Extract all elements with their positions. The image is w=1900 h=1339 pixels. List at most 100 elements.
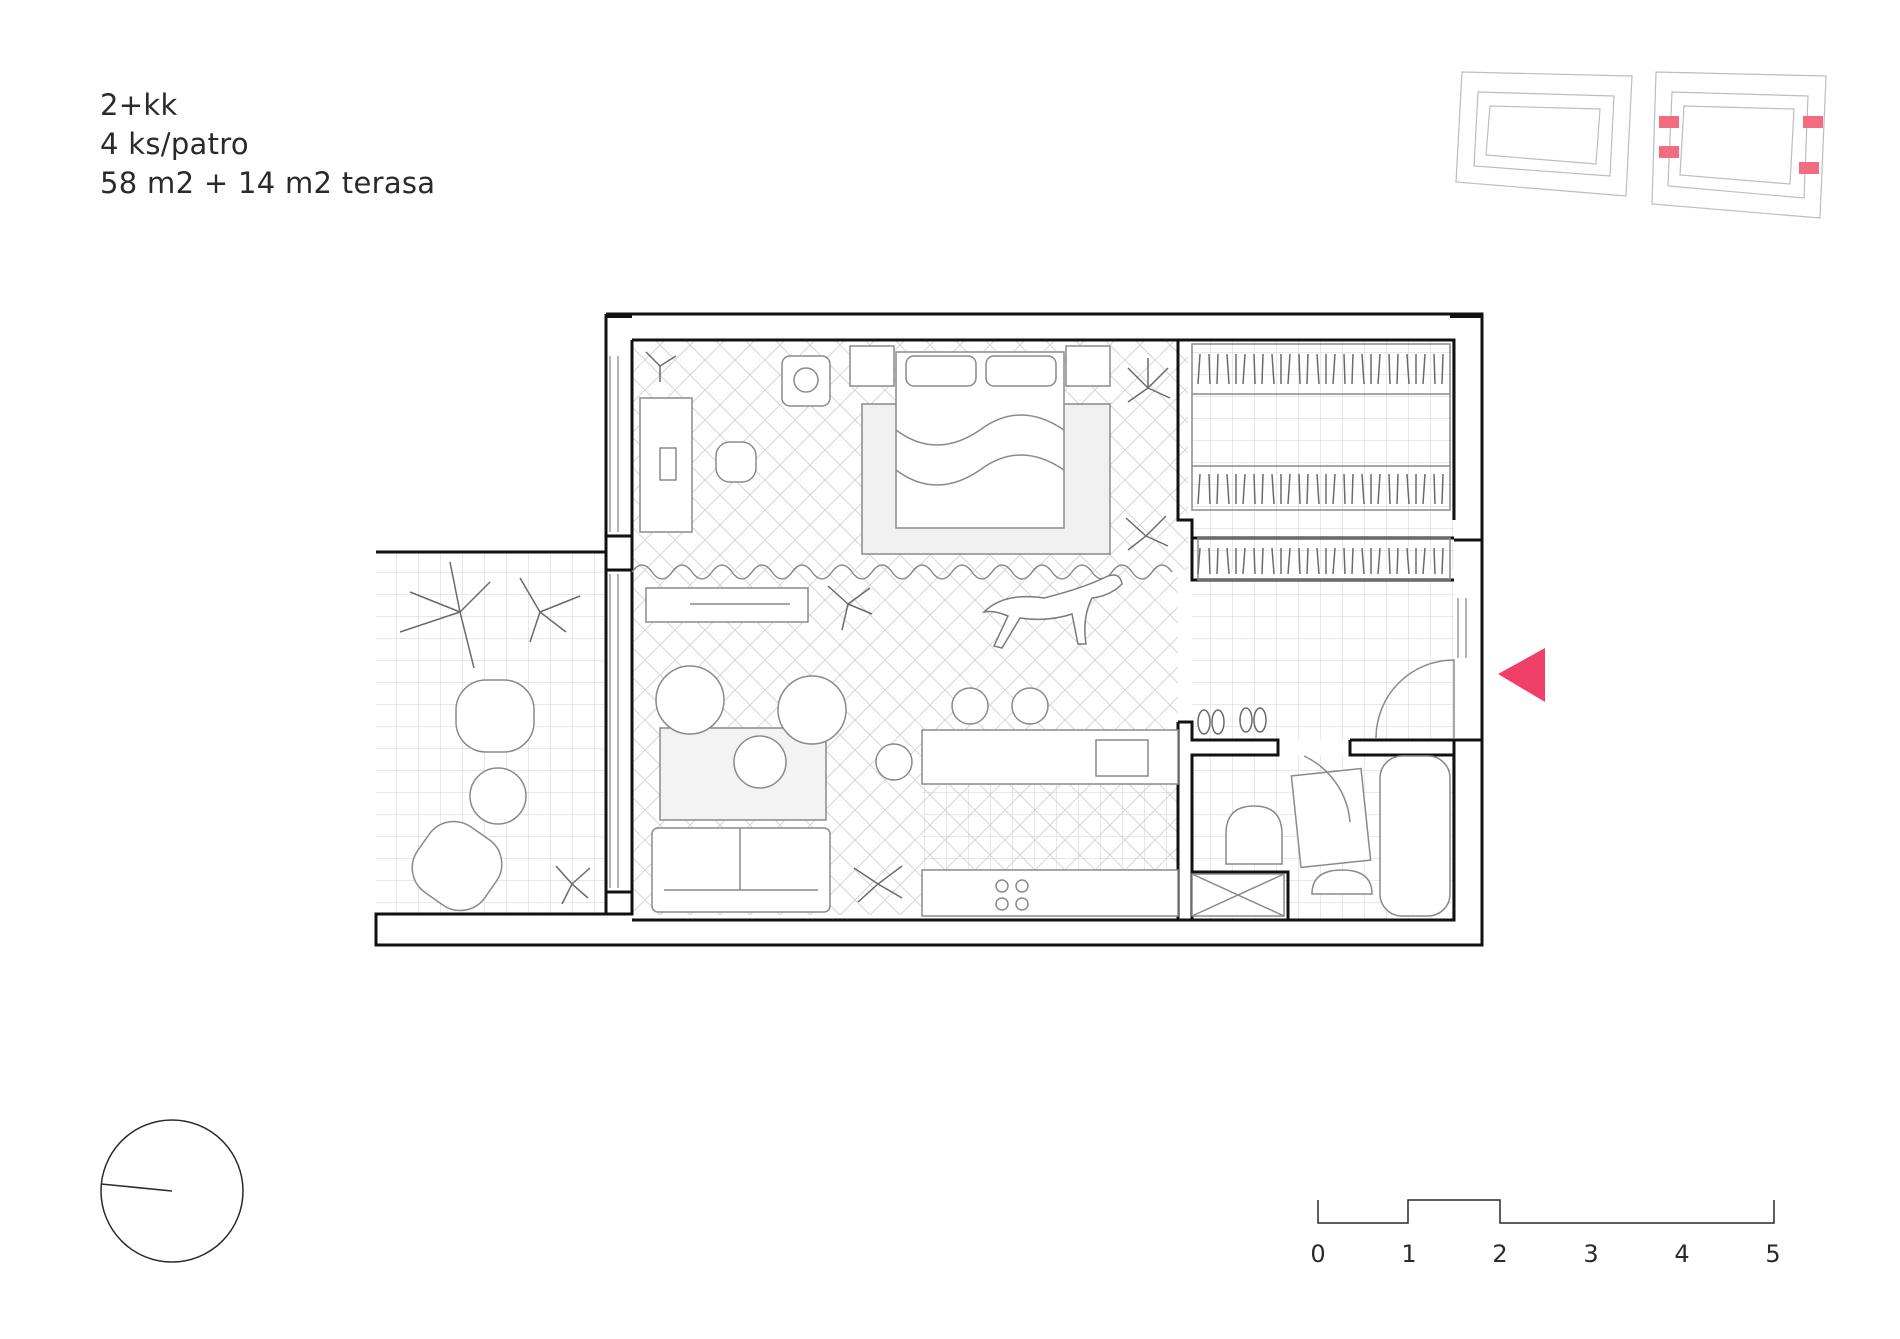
hanger-line bbox=[1242, 547, 1246, 575]
hanger-line bbox=[1351, 353, 1354, 385]
hanger-line bbox=[1343, 473, 1346, 505]
hanger-line bbox=[1396, 473, 1399, 505]
hanger-line bbox=[1361, 547, 1365, 575]
hanger-line bbox=[1377, 353, 1381, 385]
hangers bbox=[1197, 353, 1444, 575]
hanger-line bbox=[1306, 547, 1309, 575]
hanger-line bbox=[1242, 353, 1246, 385]
hanger-line bbox=[1422, 547, 1426, 575]
key-plan-left bbox=[1455, 71, 1633, 197]
hanger-line bbox=[1332, 547, 1336, 575]
wardrobe bbox=[1191, 343, 1451, 581]
hanger-line bbox=[1361, 353, 1365, 385]
hanger-line bbox=[1216, 473, 1219, 505]
hanger-line bbox=[1298, 473, 1301, 505]
hanger-line bbox=[1197, 473, 1201, 505]
scale-label: 2 bbox=[1492, 1240, 1507, 1268]
hanger-line bbox=[1298, 547, 1301, 575]
hanger-line bbox=[1396, 547, 1399, 575]
unit-area: 58 m2 + 14 m2 terasa bbox=[100, 166, 436, 200]
hanger-line bbox=[1242, 473, 1246, 505]
plant-icon bbox=[399, 351, 1171, 905]
hanger-line bbox=[1306, 473, 1309, 505]
hanger-line bbox=[1197, 353, 1201, 385]
hanger-line bbox=[1332, 353, 1336, 385]
closet-floor bbox=[1192, 340, 1454, 570]
hanger-line bbox=[1441, 353, 1444, 385]
hanger-line bbox=[1261, 353, 1264, 385]
hanger-line bbox=[1261, 547, 1264, 575]
hanger-line bbox=[1226, 353, 1230, 385]
hanger-line bbox=[1377, 547, 1381, 575]
hanger-line bbox=[1388, 353, 1391, 385]
desk bbox=[639, 355, 831, 533]
dog-icon bbox=[981, 574, 1123, 649]
key-plan-right bbox=[1651, 71, 1827, 219]
hanger-line bbox=[1422, 473, 1426, 505]
scale-labels: 0 1 2 3 4 5 bbox=[1310, 1240, 1780, 1268]
windows bbox=[609, 356, 1467, 888]
bed bbox=[849, 345, 1111, 555]
sofa bbox=[651, 827, 831, 913]
hanger-line bbox=[1287, 547, 1291, 575]
hanger-line bbox=[1433, 473, 1436, 505]
hanger-line bbox=[1433, 353, 1436, 385]
hanger-line bbox=[1287, 353, 1291, 385]
hanger-line bbox=[1433, 547, 1436, 575]
hanger-line bbox=[1208, 353, 1211, 385]
tv-console bbox=[645, 587, 809, 623]
hanger-line bbox=[1226, 473, 1230, 505]
hanger-line bbox=[1343, 547, 1346, 575]
hanger-line bbox=[1316, 547, 1320, 575]
hanger-line bbox=[1316, 353, 1320, 385]
hanger-line bbox=[1406, 473, 1410, 505]
entrance-arrow-icon bbox=[1498, 648, 1545, 702]
units-per-floor: 4 ks/patro bbox=[100, 127, 249, 161]
hanger-line bbox=[1208, 473, 1211, 505]
hanger-line bbox=[1441, 473, 1444, 505]
hanger-line bbox=[1287, 473, 1291, 505]
hanger-line bbox=[1306, 353, 1309, 385]
curtain bbox=[631, 564, 1173, 580]
hanger-line bbox=[1253, 473, 1256, 505]
hanger-line bbox=[1351, 547, 1354, 575]
hanger-line bbox=[1388, 547, 1391, 575]
scale-label: 4 bbox=[1674, 1240, 1689, 1268]
shoes-icon bbox=[1197, 707, 1267, 735]
stools bbox=[875, 687, 1049, 781]
hanger-line bbox=[1422, 353, 1426, 385]
unit-location-markers bbox=[1659, 116, 1823, 174]
hanger-line bbox=[1271, 473, 1275, 505]
thick-wall-segments bbox=[606, 314, 1482, 318]
hanger-line bbox=[1261, 473, 1264, 505]
kitchen-counter bbox=[921, 729, 1179, 917]
hall-floor bbox=[1192, 580, 1454, 740]
hanger-line bbox=[1388, 473, 1391, 505]
scale-label: 3 bbox=[1583, 1240, 1598, 1268]
hanger-line bbox=[1271, 353, 1275, 385]
hanger-line bbox=[1406, 547, 1410, 575]
bathroom-fixtures bbox=[1191, 755, 1451, 917]
hanger-line bbox=[1197, 547, 1201, 575]
armchairs bbox=[655, 665, 847, 789]
scale-label: 0 bbox=[1310, 1240, 1325, 1268]
hanger-line bbox=[1396, 353, 1399, 385]
hanger-line bbox=[1226, 547, 1230, 575]
hanger-line bbox=[1271, 547, 1275, 575]
hanger-line bbox=[1216, 547, 1219, 575]
hanger-line bbox=[1216, 353, 1219, 385]
hanger-line bbox=[1253, 353, 1256, 385]
scale-bar bbox=[1317, 1199, 1775, 1224]
hanger-line bbox=[1298, 353, 1301, 385]
entrance-door bbox=[1375, 659, 1455, 739]
hanger-line bbox=[1361, 473, 1365, 505]
hanger-line bbox=[1343, 353, 1346, 385]
unit-type: 2+kk bbox=[100, 88, 178, 122]
terrace-furniture bbox=[411, 679, 535, 912]
north-compass-icon bbox=[100, 1119, 244, 1263]
hanger-line bbox=[1377, 473, 1381, 505]
hanger-line bbox=[1253, 547, 1256, 575]
hanger-line bbox=[1406, 353, 1410, 385]
hanger-line bbox=[1316, 473, 1320, 505]
